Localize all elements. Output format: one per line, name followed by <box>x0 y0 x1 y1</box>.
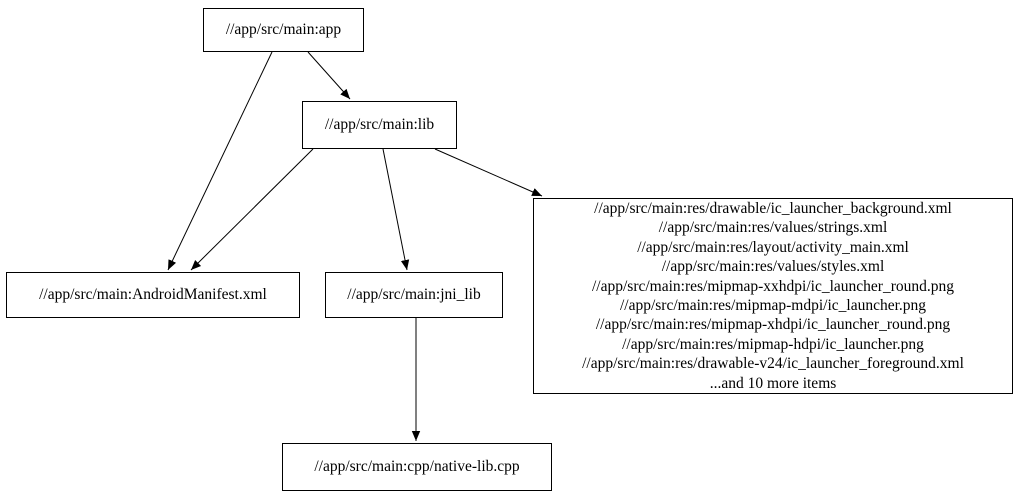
node-android-manifest-label: //app/src/main:AndroidManifest.xml <box>39 286 267 303</box>
edge-lib-to-res-group <box>434 148 543 197</box>
node-lib-label: //app/src/main:lib <box>324 116 435 133</box>
res-group-more-items: ...and 10 more items <box>709 374 837 392</box>
node-app-label: //app/src/main:app <box>225 21 342 38</box>
edge-app-to-lib <box>307 51 351 100</box>
res-file-line: //app/src/main:res/layout/activity_main.… <box>637 238 909 256</box>
res-file-line: //app/src/main:res/mipmap-xxhdpi/ic_laun… <box>591 277 954 295</box>
node-jni-lib: //app/src/main:jni_lib <box>325 272 503 318</box>
edge-lib-to-jni-lib <box>382 148 410 271</box>
node-android-manifest: //app/src/main:AndroidManifest.xml <box>6 272 300 318</box>
node-jni-lib-label: //app/src/main:jni_lib <box>347 286 481 303</box>
res-file-line: //app/src/main:res/mipmap-hdpi/ic_launch… <box>622 335 924 353</box>
res-file-line: //app/src/main:res/drawable/ic_launcher_… <box>594 199 952 217</box>
res-file-line: //app/src/main:res/mipmap-mdpi/ic_launch… <box>619 297 927 314</box>
node-res-files-group: //app/src/main:res/drawable/ic_launcher_… <box>533 198 1013 394</box>
node-lib: //app/src/main:lib <box>302 101 457 149</box>
node-app: //app/src/main:app <box>203 8 364 52</box>
edge-app-to-manifest <box>167 51 273 271</box>
node-native-lib-cpp-label: //app/src/main:cpp/native-lib.cpp <box>314 458 520 475</box>
edge-lib-to-manifest <box>190 148 314 271</box>
res-file-line: //app/src/main:res/values/styles.xml <box>661 258 885 276</box>
res-file-line: //app/src/main:res/mipmap-xhdpi/ic_launc… <box>595 316 951 334</box>
res-file-line: //app/src/main:res/values/strings.xml <box>658 219 888 237</box>
res-file-line: //app/src/main:res/drawable-v24/ic_launc… <box>582 355 964 373</box>
node-native-lib-cpp: //app/src/main:cpp/native-lib.cpp <box>282 443 552 491</box>
